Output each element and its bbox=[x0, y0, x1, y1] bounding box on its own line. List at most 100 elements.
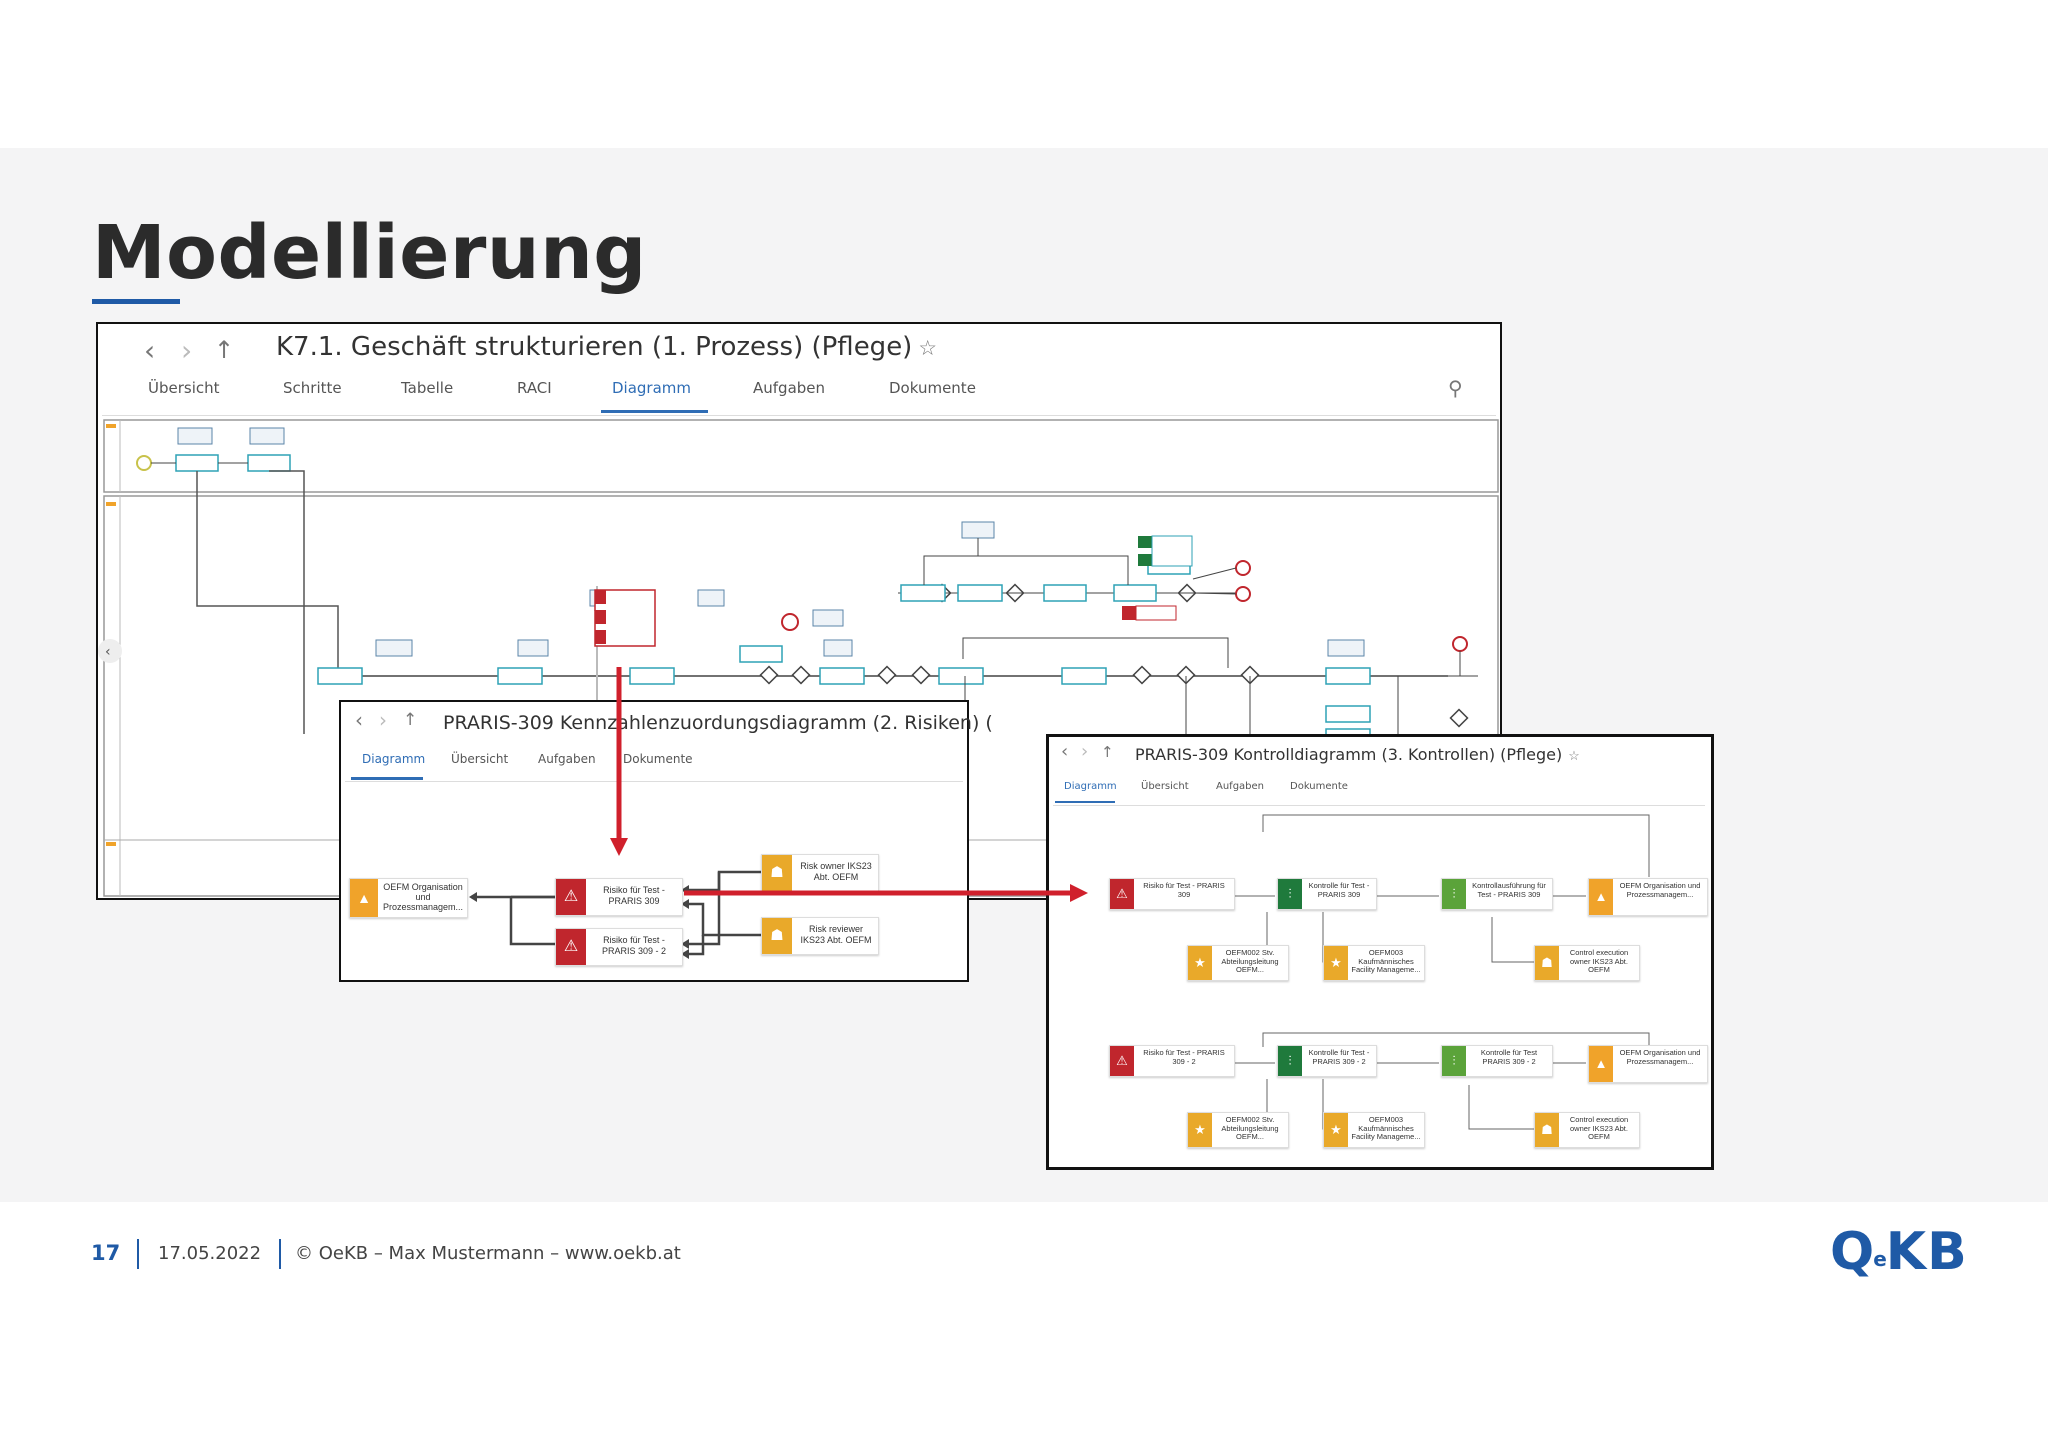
risk-node-2-label: Risiko für Test - PRARIS 309 - 2 bbox=[1143, 1048, 1225, 1066]
control-owner-node-1-label: Control execution owner IKS23 Abt. OEFM bbox=[1569, 948, 1629, 974]
up-arrow-icon[interactable]: ↑ bbox=[214, 336, 235, 364]
oekb-logo: QeKB bbox=[1830, 1222, 1968, 1282]
risk-node-2-icon: ⚠ bbox=[1110, 1046, 1134, 1076]
control-node-1[interactable]: ⫶ Kontrolle für Test - PRARIS 309 bbox=[1277, 878, 1377, 910]
tab-divider bbox=[1053, 805, 1705, 806]
risk-label-1: Risiko für Test - PRARIS 309 bbox=[603, 885, 665, 906]
process-window-title-text: K7.1. Geschäft strukturieren (1. Prozess… bbox=[276, 332, 913, 362]
control-node-2-label: Kontrolle für Test - PRARIS 309 - 2 bbox=[1308, 1048, 1370, 1066]
risk-reviewer-node[interactable]: ☗ Risk reviewer IKS23 Abt. OEFM bbox=[761, 917, 879, 955]
role-node-kfm-1-icon: ★ bbox=[1324, 946, 1348, 980]
tab-diagramm[interactable]: Diagramm bbox=[1064, 781, 1117, 792]
svg-text:‹: ‹ bbox=[105, 644, 111, 660]
person-icon: ☗ bbox=[762, 918, 792, 954]
active-tab-indicator bbox=[351, 777, 423, 780]
logo-part: Q bbox=[1830, 1222, 1876, 1282]
forward-icon[interactable]: › bbox=[181, 334, 193, 367]
control-execution-node-2-icon: ⫶ bbox=[1442, 1046, 1466, 1076]
up-arrow-icon[interactable]: ↑ bbox=[403, 710, 418, 730]
tab-aufgaben[interactable]: Aufgaben bbox=[753, 379, 826, 397]
tab-divider bbox=[102, 415, 1496, 416]
forward-icon[interactable]: › bbox=[1081, 741, 1089, 762]
back-icon[interactable]: ‹ bbox=[1061, 741, 1069, 762]
up-arrow-icon[interactable]: ↑ bbox=[1101, 743, 1114, 761]
tab-schritte[interactable]: Schritte bbox=[283, 379, 342, 397]
risk-node-1[interactable]: ⚠Risiko für Test - PRARIS 309 bbox=[1109, 878, 1235, 910]
tab-raci[interactable]: RACI bbox=[517, 379, 552, 397]
control-window-title: PRARIS-309 Kontrolldiagramm (3. Kontroll… bbox=[1135, 745, 1580, 764]
control-window-title-text: PRARIS-309 Kontrolldiagramm (3. Kontroll… bbox=[1135, 745, 1563, 764]
tab-tabelle[interactable]: Tabelle bbox=[401, 379, 454, 397]
logo-part: KB bbox=[1885, 1222, 1968, 1282]
control-execution-node-1-icon: ⫶ bbox=[1442, 879, 1466, 909]
footer-separator bbox=[279, 1239, 281, 1269]
role-node-kfm-1-label: OEFM003 Kaufmännisches Facility Manageme… bbox=[1351, 948, 1421, 974]
footer-date: 17.05.2022 bbox=[158, 1243, 262, 1264]
control-owner-node-2-icon: ☗ bbox=[1535, 1113, 1559, 1147]
warning-icon: ⚠ bbox=[556, 929, 586, 965]
control-node-1-label: Kontrolle für Test - PRARIS 309 bbox=[1308, 881, 1370, 899]
process-diagram-window: ‹ › ↑ K7.1. Geschäft strukturieren (1. P… bbox=[96, 322, 1502, 900]
tab-uebersicht[interactable]: Übersicht bbox=[148, 379, 220, 397]
active-tab-indicator bbox=[601, 410, 708, 413]
forward-icon[interactable]: › bbox=[379, 708, 387, 732]
control-node-1-icon: ⫶ bbox=[1278, 879, 1302, 909]
back-icon[interactable]: ‹ bbox=[144, 334, 156, 367]
role-node-stv-1[interactable]: ★ OEFM002 Stv. Abteilungsleitung OEFM... bbox=[1187, 945, 1289, 981]
control-execution-node-2[interactable]: ⫶ Kontrolle für Test PRARIS 309 - 2 bbox=[1441, 1045, 1553, 1077]
risk-diagram-window: ‹ › ↑ PRARIS-309 Kennzahlenzuordungsdiag… bbox=[339, 700, 993, 982]
tab-aufgaben[interactable]: Aufgaben bbox=[1216, 781, 1265, 792]
role-node-kfm-1[interactable]: ★OEFM003 Kaufmännisches Facility Managem… bbox=[1323, 945, 1425, 981]
org-node[interactable]: ▲ OEFM Organisation und Prozessmanagem..… bbox=[349, 878, 468, 918]
active-tab-indicator bbox=[1055, 801, 1115, 803]
risk-owner-label: Risk owner IKS23 Abt. OEFM bbox=[800, 861, 872, 882]
process-window-title: K7.1. Geschäft strukturieren (1. Prozess… bbox=[276, 332, 937, 362]
tab-divider bbox=[345, 781, 963, 782]
org-node-1-icon: ▲ bbox=[1589, 879, 1613, 915]
risk-node-1[interactable]: ⚠ Risiko für Test - PRARIS 309 bbox=[555, 878, 683, 916]
favorite-star-icon[interactable]: ☆ bbox=[1568, 749, 1580, 764]
role-node-kfm-2-icon: ★ bbox=[1324, 1113, 1348, 1147]
logo-part: e bbox=[1873, 1247, 1888, 1271]
tab-dokumente[interactable]: Dokumente bbox=[623, 752, 693, 766]
risk-node-2[interactable]: ⚠ Risiko für Test - PRARIS 309 - 2 bbox=[1109, 1045, 1235, 1077]
warning-icon: ⚠ bbox=[556, 879, 586, 915]
org-node-1[interactable]: ▲ OEFM Organisation und Prozessmanagem... bbox=[1588, 878, 1708, 916]
risk-node-2[interactable]: ⚠ Risiko für Test - PRARIS 309 - 2 bbox=[555, 928, 683, 966]
back-icon[interactable]: ‹ bbox=[355, 708, 363, 732]
org-node-2-label: OEFM Organisation und Prozessmanagem... bbox=[1619, 1048, 1701, 1066]
tab-diagramm[interactable]: Diagramm bbox=[612, 379, 692, 397]
risk-diagram bbox=[469, 870, 761, 959]
bpmn-diagram: ‹ bbox=[98, 419, 1499, 897]
control-owner-node-2[interactable]: ☗ Control execution owner IKS23 Abt. OEFM bbox=[1534, 1112, 1640, 1148]
role-node-stv-2[interactable]: ★ OEFM002 Stv. Abteilungsleitung OEFM... bbox=[1187, 1112, 1289, 1148]
person-icon: ☗ bbox=[762, 855, 792, 891]
page-number: 17 bbox=[91, 1241, 121, 1265]
control-node-2[interactable]: ⫶ Kontrolle für Test - PRARIS 309 - 2 bbox=[1277, 1045, 1377, 1077]
risk-owner-node[interactable]: ☗ Risk owner IKS23 Abt. OEFM bbox=[761, 854, 879, 892]
tab-dokumente[interactable]: Dokumente bbox=[889, 379, 976, 397]
role-node-stv-2-label: OEFM002 Stv. Abteilungsleitung OEFM... bbox=[1221, 1115, 1279, 1141]
tab-uebersicht[interactable]: Übersicht bbox=[1141, 781, 1189, 792]
role-node-stv-1-icon: ★ bbox=[1188, 946, 1212, 980]
role-node-kfm-2[interactable]: ★OEFM003 Kaufmännisches Facility Managem… bbox=[1323, 1112, 1425, 1148]
risk-node-1-label: Risiko für Test - PRARIS 309 bbox=[1143, 881, 1225, 899]
org-node-2[interactable]: ▲OEFM Organisation und Prozessmanagem... bbox=[1588, 1045, 1708, 1083]
control-node-2-icon: ⫶ bbox=[1278, 1046, 1302, 1076]
control-execution-node-1[interactable]: ⫶Kontrollausführung für Test - PRARIS 30… bbox=[1441, 878, 1553, 910]
favorite-star-icon[interactable]: ☆ bbox=[918, 336, 937, 360]
tab-diagramm[interactable]: Diagramm bbox=[362, 752, 426, 766]
role-node-stv-1-label: OEFM002 Stv. Abteilungsleitung OEFM... bbox=[1221, 948, 1279, 974]
risk-label-2: Risiko für Test - PRARIS 309 - 2 bbox=[601, 935, 667, 956]
tab-uebersicht[interactable]: Übersicht bbox=[451, 752, 509, 766]
footer-separator bbox=[137, 1239, 139, 1269]
control-owner-node-2-label: Control execution owner IKS23 Abt. OEFM bbox=[1569, 1115, 1629, 1141]
tab-aufgaben[interactable]: Aufgaben bbox=[538, 752, 596, 766]
control-execution-node-2-label: Kontrolle für Test PRARIS 309 - 2 bbox=[1480, 1048, 1538, 1066]
tab-dokumente[interactable]: Dokumente bbox=[1290, 781, 1348, 792]
search-icon[interactable]: ⚲ bbox=[1448, 376, 1463, 400]
role-node-stv-2-icon: ★ bbox=[1188, 1113, 1212, 1147]
control-owner-node-1[interactable]: ☗ Control execution owner IKS23 Abt. OEFM bbox=[1534, 945, 1640, 981]
org-node-1-label: OEFM Organisation und Prozessmanagem... bbox=[1619, 881, 1701, 899]
control-owner-node-1-icon: ☗ bbox=[1535, 946, 1559, 980]
